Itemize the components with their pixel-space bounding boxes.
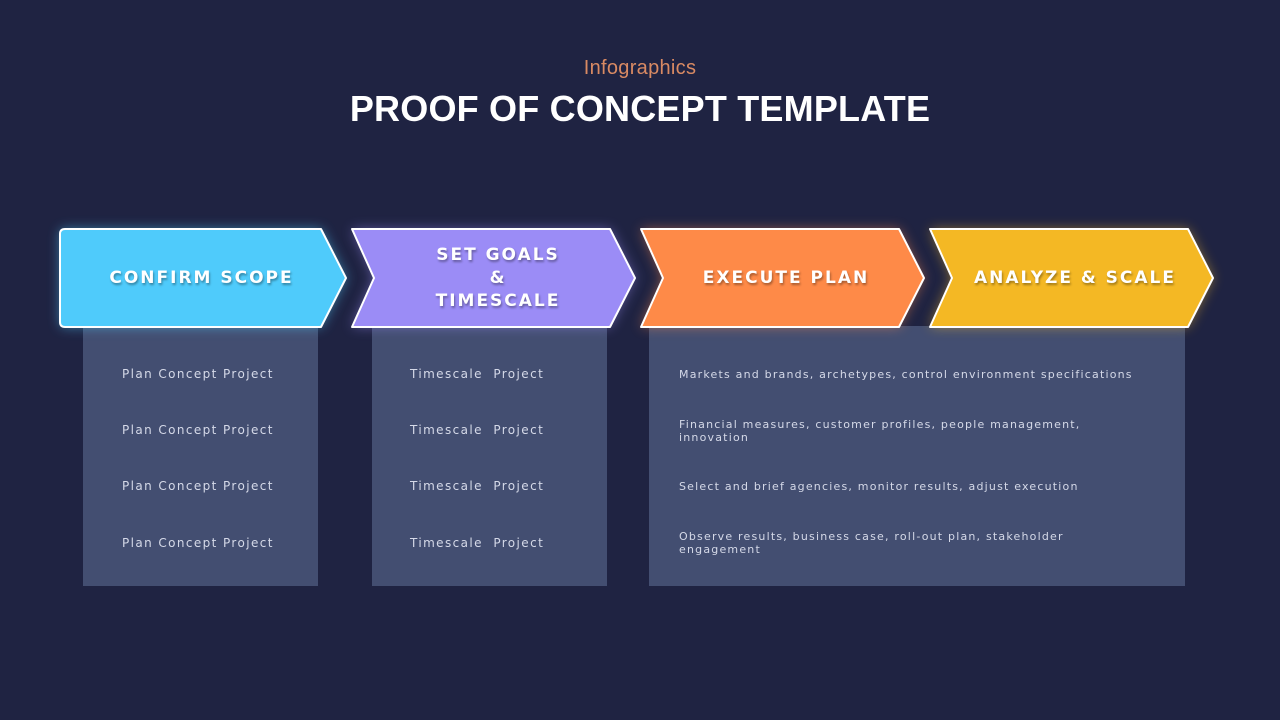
list-item: Financial measures, customer profiles, p… xyxy=(679,418,1081,444)
step-label: SET GOALS & TIMESCALE xyxy=(435,244,561,311)
list-item: Timescale Project xyxy=(410,536,545,550)
chevron-shape xyxy=(929,228,1214,328)
subtitle: Infographics xyxy=(583,57,697,79)
list-item: Plan Concept Project xyxy=(122,536,274,550)
panel-execute-analyze: Markets and brands, archetypes, control … xyxy=(649,326,1185,586)
panel-set-goals: Timescale Project Timescale Project Time… xyxy=(372,326,607,586)
chevron-shape xyxy=(640,228,925,328)
panel-confirm-scope: Plan Concept Project Plan Concept Projec… xyxy=(83,326,318,586)
step-confirm-scope: CONFIRM SCOPE xyxy=(59,228,349,328)
chevron-shape xyxy=(59,228,347,328)
list-item: Observe results, business case, roll-out… xyxy=(679,530,1064,556)
list-item: Markets and brands, archetypes, control … xyxy=(679,368,1133,381)
list-item: Plan Concept Project xyxy=(122,423,274,437)
step-label: CONFIRM SCOPE xyxy=(109,267,294,288)
list-item: Timescale Project xyxy=(410,367,545,381)
step-execute-plan: EXECUTE PLAN xyxy=(637,228,927,328)
step-label: EXECUTE PLAN xyxy=(702,267,870,288)
list-item: Plan Concept Project xyxy=(122,367,274,381)
step-label: ANALYZE & SCALE xyxy=(974,267,1176,288)
chevron-shape xyxy=(351,228,636,328)
list-item: Timescale Project xyxy=(410,423,545,437)
list-item: Plan Concept Project xyxy=(122,479,274,493)
list-item: Select and brief agencies, monitor resul… xyxy=(679,480,1079,493)
page-title: PROOF OF CONCEPT TEMPLATE xyxy=(349,88,931,129)
list-item: Timescale Project xyxy=(410,479,545,493)
step-set-goals: SET GOALS & TIMESCALE xyxy=(348,228,638,328)
step-analyze-scale: ANALYZE & SCALE xyxy=(926,228,1216,328)
